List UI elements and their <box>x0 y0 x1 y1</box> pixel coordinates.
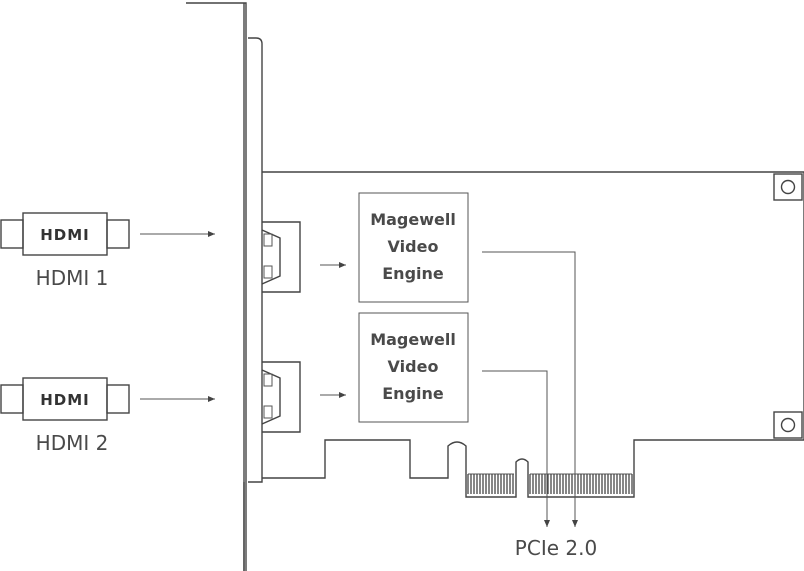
engine-1-to-pcie-line <box>482 251 578 527</box>
engine-2-line-3: Engine <box>382 384 444 403</box>
mounting-hole-bottom <box>773 411 803 439</box>
engine-1-line-2: Video <box>388 237 439 256</box>
hdmi-logo-1: HDMI <box>40 226 90 244</box>
hdmi-2-label: HDMI 2 <box>36 431 109 455</box>
hdmi-port-1 <box>261 221 301 293</box>
hdmi-cable-2: HDMI <box>0 377 130 421</box>
pcb-board <box>262 171 804 498</box>
mounting-hole-top <box>773 173 803 201</box>
engine-2-line-2: Video <box>388 357 439 376</box>
engine-2-to-pcie-line <box>482 370 550 527</box>
video-engine-2: Magewell Video Engine <box>358 312 469 423</box>
engine-2-line-1: Magewell <box>370 330 456 349</box>
video-engine-1: Magewell Video Engine <box>358 192 469 303</box>
engine-1-line-1: Magewell <box>370 210 456 229</box>
engine-1-line-3: Engine <box>382 264 444 283</box>
hdmi-logo-2: HDMI <box>40 391 90 409</box>
mounting-bracket <box>186 2 263 571</box>
pcie-contacts <box>467 473 633 494</box>
hdmi-cable-1: HDMI <box>0 212 130 256</box>
pcie-label: PCIe 2.0 <box>515 536 597 560</box>
hdmi-port-2 <box>261 361 301 433</box>
hdmi-1-label: HDMI 1 <box>36 266 109 290</box>
